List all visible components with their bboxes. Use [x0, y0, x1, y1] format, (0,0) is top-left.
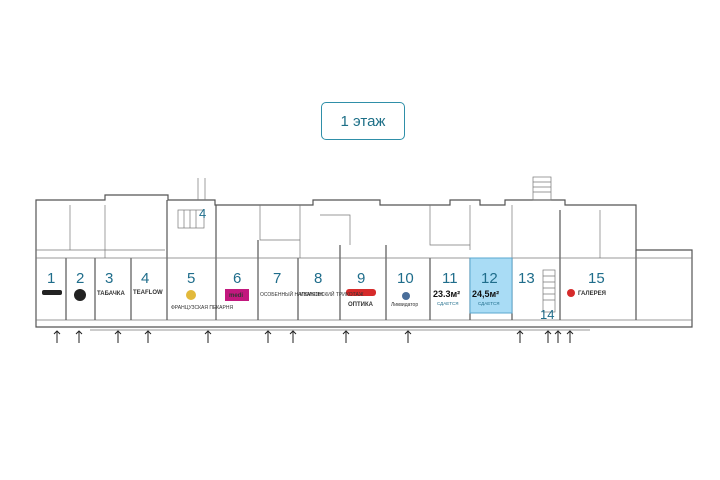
- entrance-arrow-icon: [264, 330, 272, 343]
- unit-2-logo: [74, 289, 86, 301]
- entrance-arrow-icon: [544, 330, 552, 343]
- unit-8-brand: ИВАНОВСКИЙ ТРИКОТАЖ: [300, 290, 364, 298]
- unit-10-number: 10: [397, 270, 414, 287]
- unit-14-number: 14: [540, 307, 554, 322]
- unit-14-top-label: 4: [199, 206, 206, 221]
- unit-15-brand: ГАЛЕРЕЯ: [578, 291, 606, 297]
- entrance-arrow-icon: [342, 330, 350, 343]
- unit-3-number: 3: [105, 270, 113, 287]
- unit-11-status: СДАЕТСЯ: [437, 301, 458, 306]
- entrance-arrow-icon: [144, 330, 152, 343]
- unit-15-number: 15: [588, 270, 605, 287]
- unit-4-brand: TEAFLOW: [133, 290, 163, 296]
- unit-3-brand: ТАБАЧКА: [97, 291, 125, 297]
- unit-6-number: 6: [233, 270, 241, 287]
- unit-12-area: 24,5м²: [472, 289, 499, 299]
- entrance-arrow-icon: [75, 330, 83, 343]
- unit-12-status: СДАЕТСЯ: [478, 301, 499, 306]
- unit-9-brand: ОПТИКА: [348, 302, 374, 308]
- walls: [35, 176, 693, 331]
- entrance-arrow-icon: [53, 330, 61, 343]
- entrance-arrows: [53, 330, 574, 343]
- unit-10-logo: [402, 292, 410, 300]
- floor-label: 1 этаж: [321, 102, 405, 140]
- entrance-arrow-icon: [516, 330, 524, 343]
- unit-12-number: 12: [481, 270, 498, 287]
- entrance-arrow-icon: [554, 330, 562, 343]
- unit-2-number: 2: [76, 270, 84, 287]
- unit-9-logo: [346, 289, 376, 296]
- unit-5-number: 5: [187, 270, 195, 287]
- unit-5-brand: ФРАНЦУЗСКАЯ ПЕКАРНЯ: [171, 305, 233, 311]
- unit-1-number: 1: [47, 270, 55, 287]
- unit-13-number: 13: [518, 270, 535, 287]
- entrance-arrow-icon: [114, 330, 122, 343]
- entrance-arrow-icon: [566, 330, 574, 343]
- unit-15-logo: [567, 289, 575, 297]
- unit-11-area: 23.3м²: [433, 289, 460, 299]
- unit-7-number: 7: [273, 270, 281, 287]
- entrance-arrow-icon: [204, 330, 212, 343]
- unit-10-brand: Ликвидатор: [391, 302, 418, 308]
- unit-11-number: 11: [442, 270, 458, 287]
- unit-5-logo: [186, 290, 196, 300]
- entrance-arrow-icon: [289, 330, 297, 343]
- unit-8-number: 8: [314, 270, 322, 287]
- unit-6-logo: [225, 289, 249, 301]
- unit-1-logo: [42, 290, 62, 295]
- entrance-arrow-icon: [404, 330, 412, 343]
- unit-6-brand: medi: [229, 293, 243, 299]
- unit-4-number: 4: [141, 270, 149, 287]
- unit-7-brand: ОСОБЕННЫЙ НАПОЛЕОН: [260, 290, 323, 298]
- unit-12-highlight: [469, 257, 513, 314]
- unit-9-number: 9: [357, 270, 365, 287]
